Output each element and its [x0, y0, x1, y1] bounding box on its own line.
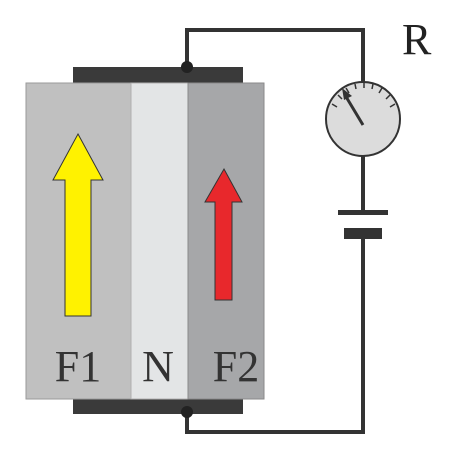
f2-magnetization-arrow: [204, 167, 243, 301]
top-contact: [73, 67, 243, 83]
meter-scale-ticks: [331, 83, 396, 108]
meter-needle: [343, 94, 365, 126]
meter-face: [325, 81, 401, 157]
bottom-junction-dot: [181, 406, 193, 418]
top-wire: [185, 28, 365, 82]
bottom-wire: [185, 236, 365, 434]
resistance-meter: R: [325, 15, 432, 157]
layer-n: [130, 82, 189, 400]
battery-long-plate: [338, 210, 388, 215]
battery: [338, 210, 388, 239]
top-junction-dot: [181, 61, 193, 73]
circuit-wires: [185, 28, 365, 434]
layer-f1-label: F1: [55, 342, 101, 391]
bottom-contact: [73, 398, 243, 414]
layer-n-label: N: [142, 342, 174, 391]
f1-magnetization-arrow: [52, 132, 104, 317]
layer-f2-label: F2: [213, 342, 259, 391]
meter-label: R: [402, 15, 432, 64]
meter-needle-tip: [342, 88, 352, 100]
battery-short-plate: [344, 228, 382, 239]
